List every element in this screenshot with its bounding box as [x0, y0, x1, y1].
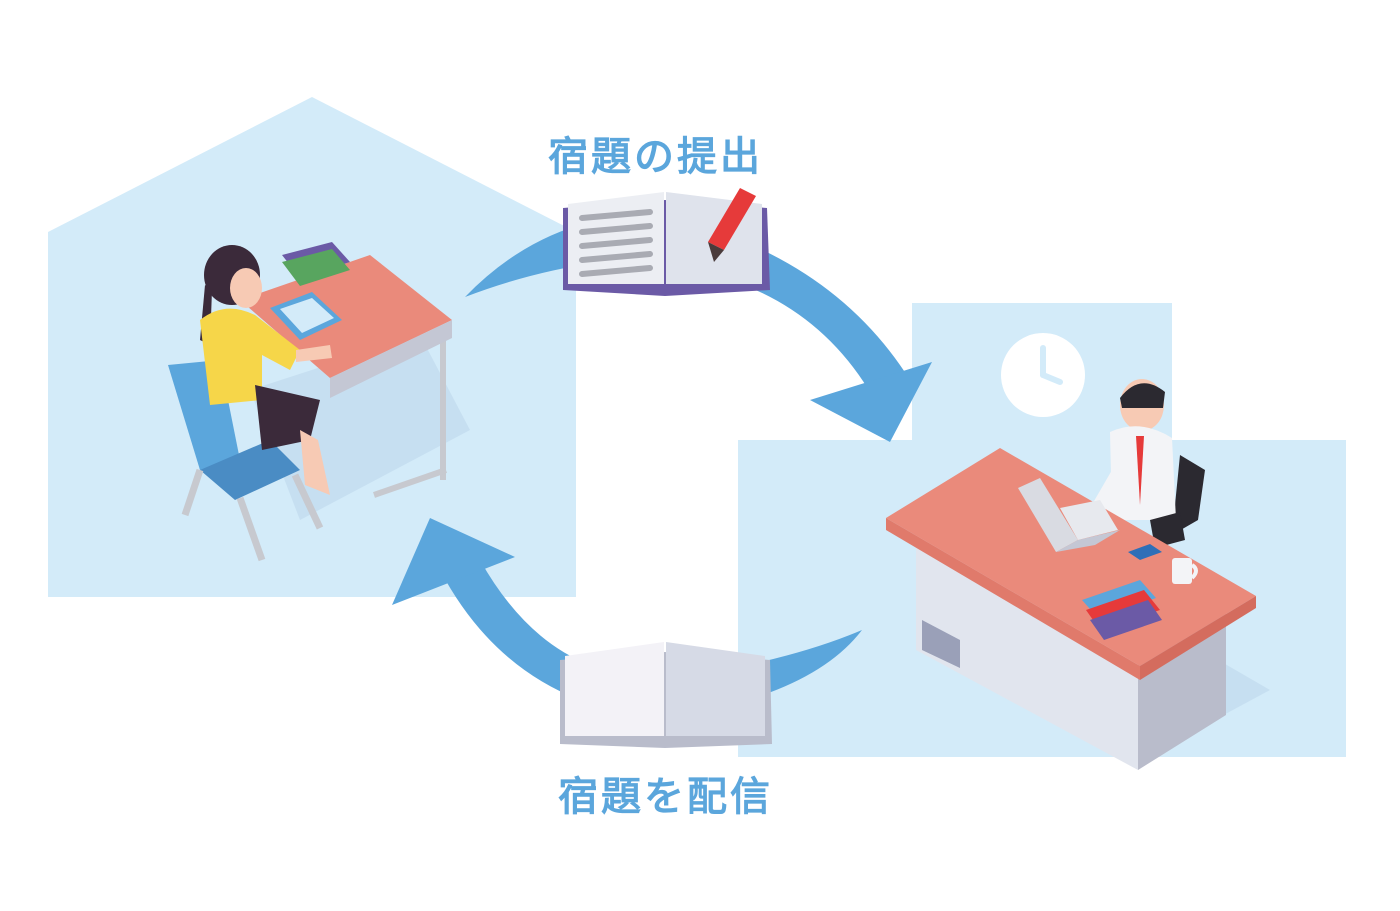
homework-book-open [563, 192, 770, 296]
student-desk-scene [168, 242, 470, 562]
distribute-arrow [392, 518, 862, 700]
clock-icon [1001, 333, 1085, 417]
pencil-icon [708, 188, 756, 262]
distribute-homework-label: 宿題を配信 [558, 774, 773, 820]
homework-book-blank [560, 642, 772, 748]
teacher-desk-scene [886, 379, 1270, 770]
submit-homework-label: 宿題の提出 [548, 134, 763, 180]
